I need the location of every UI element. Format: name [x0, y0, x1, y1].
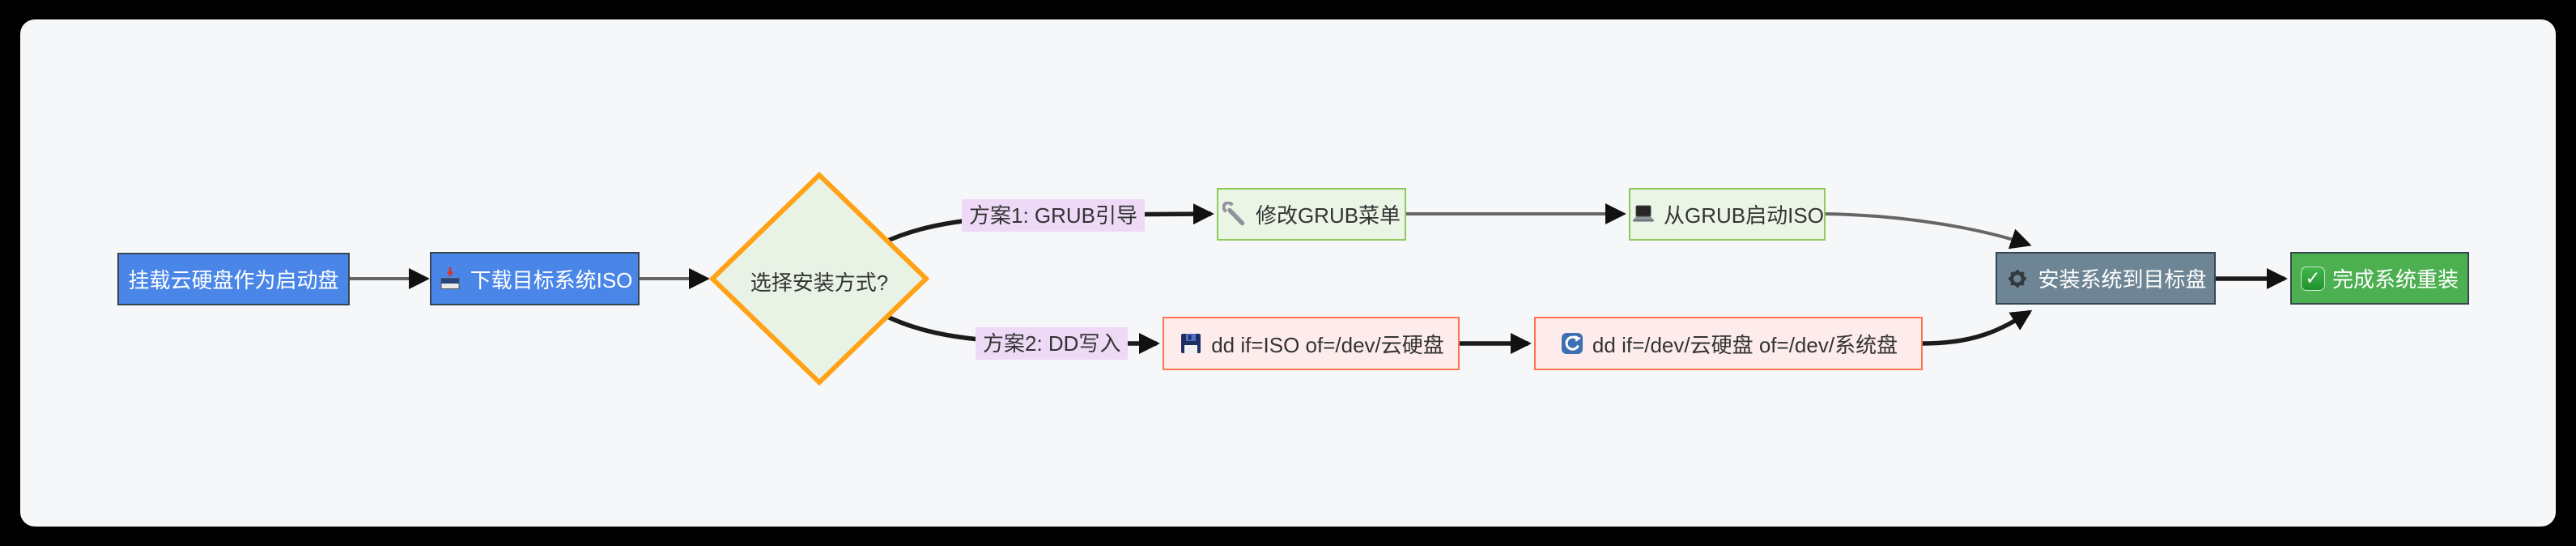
node-download-iso-label: 下载目标系统ISO [470, 267, 633, 292]
inbox-download-icon [437, 266, 463, 292]
wrench-icon [1222, 201, 1248, 228]
edge-label-grub-branch: 方案1: GRUB引导 [962, 199, 1146, 232]
edge-grubboot-to-install [1825, 212, 2032, 250]
node-dd-iso-to-disk: dd if=ISO of=/dev/云硬盘 [1163, 317, 1460, 370]
node-mount-disk-label: 挂载云硬盘作为启动盘 [128, 268, 339, 292]
sync-arrows-icon [1559, 331, 1585, 356]
edge-label-dd-branch: 方案2: DD写入 [976, 327, 1129, 360]
gear-icon [2004, 266, 2030, 292]
node-install-to-target: 安装系统到目标盘 [1996, 252, 2216, 305]
node-install-to-target-label: 安装系统到目标盘 [2038, 267, 2207, 292]
node-download-iso: 下载目标系统ISO [430, 252, 640, 305]
node-edit-grub-menu-label: 修改GRUB菜单 [1255, 203, 1401, 228]
laptop-icon [1630, 202, 1656, 228]
node-boot-iso-grub: 从GRUB启动ISO [1629, 188, 1826, 241]
node-mount-disk: 挂载云硬盘作为启动盘 [117, 253, 350, 305]
decision-diamond [708, 171, 930, 386]
node-edit-grub-menu: 修改GRUB菜单 [1217, 188, 1406, 241]
node-dd-disk-to-system: dd if=/dev/云硬盘 of=/dev/系统盘 [1534, 317, 1923, 370]
check-mark-icon [2300, 266, 2325, 291]
node-finish-reinstall: 完成系统重装 [2290, 252, 2469, 305]
node-choose-method-label: 选择安装方式? [750, 271, 889, 295]
node-boot-iso-grub-label: 从GRUB启动ISO [1664, 203, 1824, 228]
node-finish-reinstall-label: 完成系统重装 [2332, 267, 2459, 292]
node-dd-iso-to-disk-label: dd if=ISO of=/dev/云硬盘 [1211, 332, 1444, 357]
edge-ddcopy-to-install [1922, 309, 2033, 346]
floppy-disk-icon [1178, 331, 1204, 356]
node-dd-disk-to-system-label: dd if=/dev/云硬盘 of=/dev/系统盘 [1592, 332, 1898, 357]
